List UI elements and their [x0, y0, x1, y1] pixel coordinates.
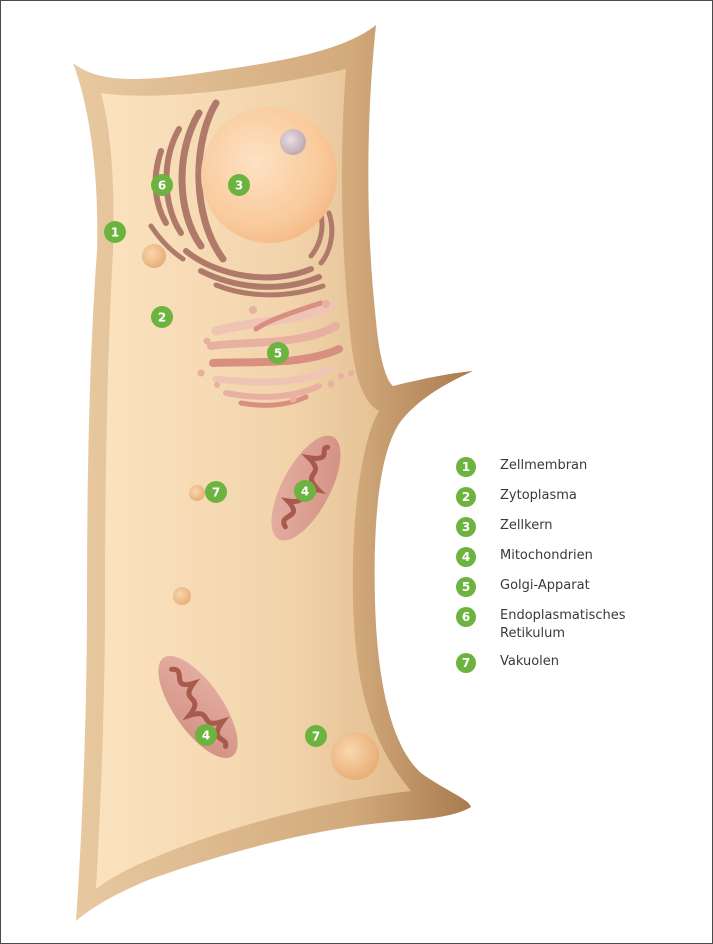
legend-label: Mitochondrien	[500, 548, 593, 563]
legend-badge: 5	[456, 577, 476, 597]
marker-6: 6	[151, 174, 173, 196]
svg-text:7: 7	[212, 486, 220, 500]
nucleolus	[280, 129, 306, 155]
marker-2: 2	[151, 306, 173, 328]
svg-text:5: 5	[274, 347, 282, 361]
svg-text:4: 4	[202, 729, 210, 743]
vacuole-small-2	[189, 485, 205, 501]
legend-badge: 4	[456, 547, 476, 567]
legend-item: 3 Zellkern	[456, 517, 696, 537]
marker-7b: 7	[305, 725, 327, 747]
legend-badge: 1	[456, 457, 476, 477]
vacuole-small-1	[142, 244, 166, 268]
svg-text:2: 2	[158, 311, 166, 325]
legend-item: 5 Golgi-Apparat	[456, 577, 696, 597]
legend-label: Zellmembran	[500, 458, 587, 473]
marker-3: 3	[228, 174, 250, 196]
legend-item: 4 Mitochondrien	[456, 547, 696, 567]
vacuole-small-3	[173, 587, 191, 605]
legend-label: Vakuolen	[500, 654, 559, 669]
marker-1: 1	[104, 221, 126, 243]
svg-text:6: 6	[158, 179, 166, 193]
legend-label: Zytoplasma	[500, 488, 577, 503]
legend-label: Zellkern	[500, 518, 553, 533]
nucleus	[201, 107, 337, 243]
marker-4a: 4	[294, 480, 316, 502]
legend-badge: 3	[456, 517, 476, 537]
legend-badge: 7	[456, 653, 476, 673]
marker-5: 5	[267, 342, 289, 364]
legend-badge: 2	[456, 487, 476, 507]
legend-item: 6 Endoplasmatisches Retikulum	[456, 607, 696, 643]
legend: 1 Zellmembran 2 Zytoplasma 3 Zellkern 4 …	[456, 457, 696, 683]
legend-item: 1 Zellmembran	[456, 457, 696, 477]
vacuole-large	[331, 732, 379, 780]
svg-text:3: 3	[235, 179, 243, 193]
marker-4b: 4	[195, 724, 217, 746]
svg-text:4: 4	[301, 485, 309, 499]
legend-badge: 6	[456, 607, 476, 627]
legend-item: 7 Vakuolen	[456, 653, 696, 673]
marker-7a: 7	[205, 481, 227, 503]
legend-label: Golgi-Apparat	[500, 578, 590, 593]
svg-text:7: 7	[312, 730, 320, 744]
legend-label: Endoplasmatisches Retikulum	[500, 607, 650, 643]
legend-item: 2 Zytoplasma	[456, 487, 696, 507]
svg-text:1: 1	[111, 226, 119, 240]
